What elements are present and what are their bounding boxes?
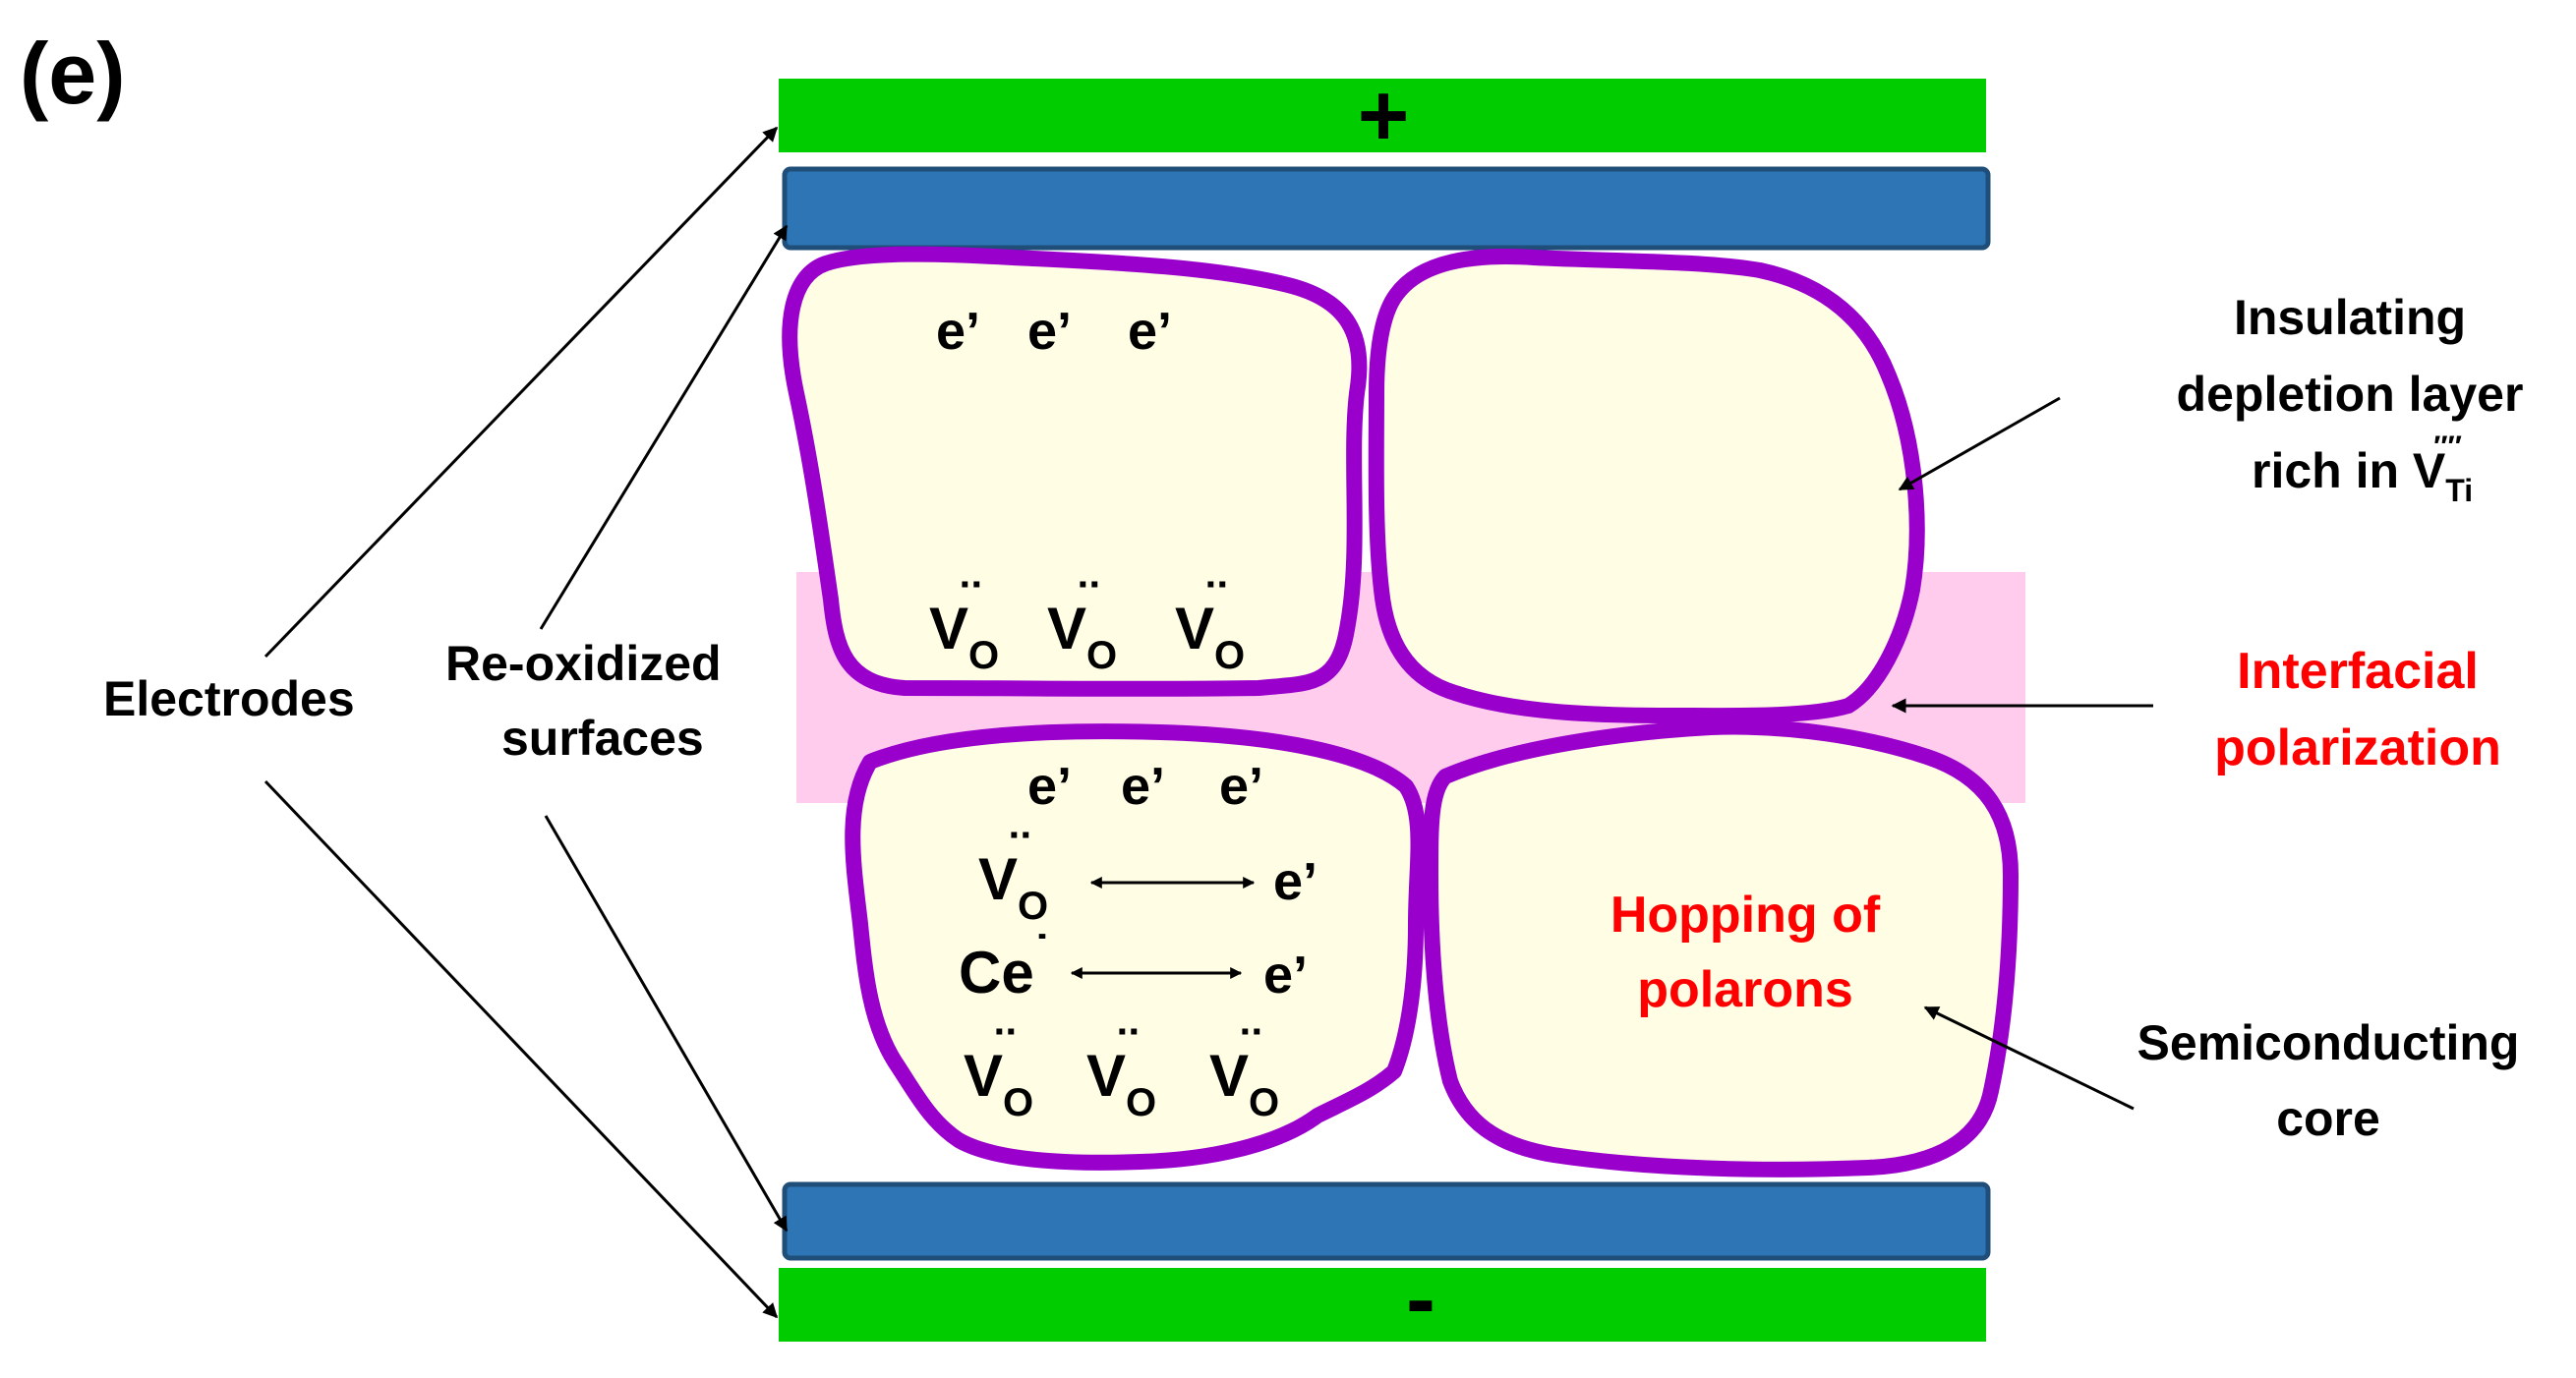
svg-text:O: O [1086, 634, 1117, 677]
insulating-label-sub: Ti [2445, 473, 2473, 508]
bl-pair1-vacancy: V O ¨ [978, 820, 1048, 928]
arrow-insulating [1898, 396, 2061, 491]
svg-text:O: O [1249, 1081, 1279, 1124]
bl-pair1-electron: e’ [1273, 852, 1317, 911]
arrow-electrodes-bottom [263, 779, 779, 1319]
svg-text:V: V [929, 596, 968, 661]
bottom-outer-electrode [779, 1268, 1986, 1342]
bl-pair2-electron: e’ [1263, 946, 1308, 1005]
insulating-label-line3: rich in VTi ′′′′ [2252, 431, 2473, 508]
bl-vacancy-1: V O ¨ [964, 1016, 1033, 1124]
insulating-label-sup: ′′′′ [2433, 431, 2462, 463]
svg-text:V: V [978, 846, 1018, 912]
svg-text:¨: ¨ [1242, 1016, 1260, 1078]
top-inner-electrode [782, 166, 1991, 251]
bl-electron-3: e’ [1219, 757, 1263, 816]
svg-text:V: V [964, 1043, 1003, 1109]
insulating-label-prefix: rich in V [2252, 443, 2446, 498]
bl-pair2-cerium: Ce ˙ [959, 927, 1050, 1005]
reoxidized-label-line1: Re-oxidized [445, 636, 722, 691]
svg-text:V: V [1209, 1043, 1249, 1109]
grain-bottom-right [1423, 718, 2019, 1177]
bl-electron-1: e’ [1027, 757, 1072, 816]
svg-text:O: O [968, 634, 999, 677]
svg-text:˙: ˙ [1034, 927, 1050, 979]
minus-sign: - [1406, 1250, 1435, 1349]
svg-text:¨: ¨ [996, 1016, 1015, 1078]
arrow-semiconducting [1923, 1005, 2135, 1111]
svg-text:V: V [1175, 596, 1214, 661]
insulating-label-line1: Insulating [2234, 290, 2466, 345]
svg-text:O: O [1126, 1081, 1156, 1124]
tl-electron-2: e’ [1027, 302, 1072, 361]
top-outer-electrode [779, 79, 1986, 152]
grain-top-right [1368, 248, 1925, 724]
tl-vacancy-3: V O ¨ [1175, 569, 1245, 677]
svg-text:¨: ¨ [962, 569, 980, 631]
grain-top-left [782, 246, 1368, 697]
interfacial-label-line1: Interfacial [2237, 643, 2479, 700]
panel-label: (e) [20, 25, 126, 122]
svg-text:¨: ¨ [1207, 569, 1226, 631]
arrow-electrodes-top [263, 126, 779, 659]
svg-text:V: V [1086, 1043, 1126, 1109]
svg-text:¨: ¨ [1080, 569, 1098, 631]
hopping-label-line2: polarons [1637, 961, 1853, 1018]
svg-text:¨: ¨ [1119, 1016, 1138, 1078]
tl-electron-3: e’ [1128, 302, 1172, 361]
grain-bottom-left [845, 723, 1427, 1171]
hopping-label-line1: Hopping of [1610, 887, 1881, 944]
bl-vacancy-3: V O ¨ [1209, 1016, 1279, 1124]
tl-vacancy-2: V O ¨ [1047, 569, 1117, 677]
svg-text:Ce: Ce [959, 940, 1034, 1005]
insulating-label-line2: depletion layer [2177, 367, 2524, 422]
interfacial-label-line2: polarization [2214, 719, 2501, 776]
arrow-reoxidized-bottom [544, 815, 789, 1233]
bottom-inner-electrode [782, 1181, 1991, 1261]
plus-sign: + [1358, 67, 1410, 165]
semiconducting-label-line2: core [2276, 1091, 2380, 1146]
bl-electron-2: e’ [1121, 757, 1165, 816]
svg-text:V: V [1047, 596, 1086, 661]
electrodes-label: Electrodes [103, 671, 355, 726]
tl-electron-1: e’ [936, 302, 980, 361]
arrow-reoxidized-top [539, 224, 789, 630]
svg-text:O: O [1003, 1081, 1033, 1124]
semiconducting-label-line1: Semiconducting [2137, 1015, 2520, 1070]
bl-vacancy-2: V O ¨ [1086, 1016, 1156, 1124]
svg-text:¨: ¨ [1011, 820, 1029, 882]
tl-vacancy-1: V O ¨ [929, 569, 999, 677]
svg-text:O: O [1018, 885, 1048, 928]
svg-text:O: O [1214, 634, 1245, 677]
reoxidized-label-line2: surfaces [501, 711, 704, 766]
